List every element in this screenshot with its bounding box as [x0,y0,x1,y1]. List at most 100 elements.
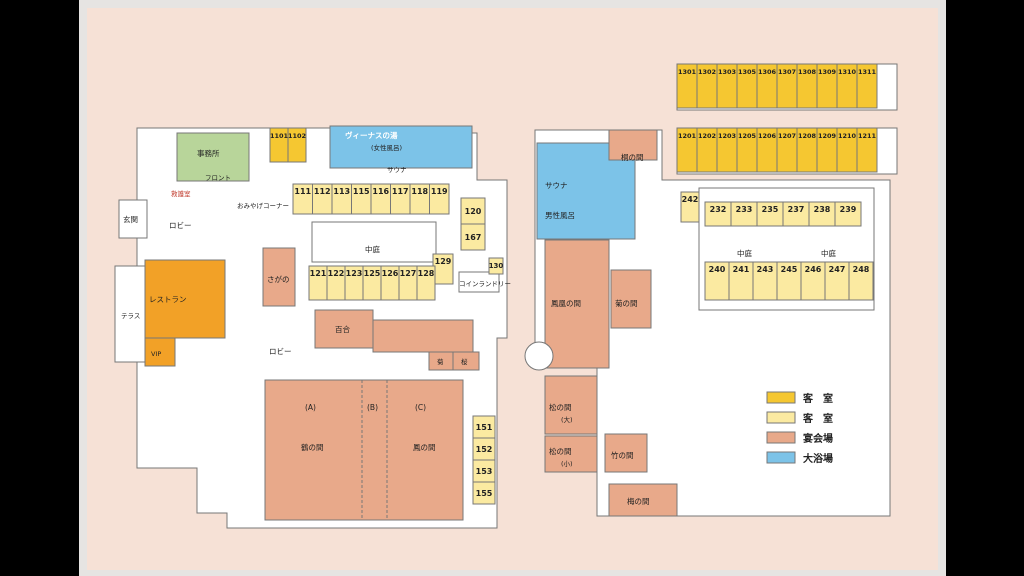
laundry-area [458,271,500,293]
label-courtyard-e1: 中庭 [737,248,752,258]
guest-room-label: 1305 [738,68,757,76]
guest-room-235 [756,201,784,227]
guest-room-label: 128 [418,269,435,278]
guest-room-237 [782,201,810,227]
labels: 事務所 フロント 救護室 玄関 ロビー テラス レストラン VIP ヴィーナスの… [121,130,836,506]
guest-room-label: 238 [814,205,831,214]
office-room [176,132,250,182]
ume-room [608,483,678,517]
west-building [114,125,508,529]
guest-room-label: 117 [392,187,409,196]
label-venus-bath: ヴィーナスの湯 [345,130,398,140]
guest-room-label: 1309 [818,68,837,76]
guest-room-label: 1205 [738,132,757,140]
label-ume: 梅の間 [627,496,650,506]
guest-room-label: 126 [382,269,399,278]
matsu-small [544,435,598,473]
terrace [114,265,146,363]
label-hall-right: 鳳の間 [413,443,436,452]
guest-room-label: 1307 [778,68,796,76]
guest-room-label: 246 [805,265,822,274]
guest-room-label: 243 [757,265,774,274]
guest-room-label: 152 [476,445,493,454]
label-terrace: テラス [121,312,140,320]
entrance [118,199,148,239]
guest-room-label: 153 [476,467,493,476]
guest-room-label: 233 [736,205,753,214]
guest-room-232 [704,201,732,227]
guest-room-label: 1302 [698,68,716,76]
kiri-room [608,129,658,161]
legend-label-1: 客 室 [802,392,833,405]
label-restaurant: レストラン [149,295,187,304]
guest-room-label: 1310 [838,68,857,76]
guest-room-label: 240 [709,265,726,274]
guest-room-243 [752,261,778,301]
guest-room-label: 1101 [270,132,289,140]
venus-bath [329,125,473,169]
guest-room-label: 122 [328,269,345,278]
label-hall-left: 鶴の間 [301,442,324,452]
legend: 客 室 客 室 宴会場 大浴場 [766,391,833,465]
guest-room-label: 120 [465,207,482,216]
guest-room-241 [728,261,754,301]
label-front: フロント [205,174,231,182]
guest-room-label: 119 [431,187,448,196]
label-vip: VIP [151,350,161,358]
guest-room-155 [472,481,496,505]
guest-room-label: 1308 [798,68,817,76]
guest-room-246 [800,261,826,301]
guest-room-label: 1201 [678,132,697,140]
guest-room-245 [776,261,802,301]
guest-room-label: 1210 [838,132,857,140]
guest-room-label: 1208 [798,132,817,140]
guest-room-label: 151 [476,423,493,432]
guest-room-label: 130 [489,262,504,270]
yuri-room [314,309,374,349]
guest-room-label: 247 [829,265,846,274]
guest-room-label: 1306 [758,68,777,76]
label-office: 事務所 [197,148,220,158]
label-coin-laundry: コインランドリー [459,280,511,288]
guest-room-label: 118 [411,187,428,196]
kiku-banquet [372,319,474,353]
take-room [604,433,648,473]
guest-room-label: 121 [310,269,327,278]
vip-room [144,337,176,367]
label-kiku-small: 菊 [437,357,444,366]
guest-room-128 [416,265,436,301]
guest-room-label: 245 [781,265,798,274]
label-matsu-l: 松の間 [549,402,572,412]
great-hall [264,379,464,521]
label-kiri: 桐の間 [621,152,644,162]
guest-room-label: 1311 [858,68,877,76]
kiku2-room [610,269,652,329]
label-matsu-l-sub: (大) [561,415,573,424]
label-hall-b: (B) [367,403,378,412]
label-emergency: 救護室 [171,189,191,198]
label-lobby2: ロビー [269,347,292,356]
guest-room-label: 1102 [288,132,306,140]
sagano-room [262,247,296,307]
label-courtyard-w: 中庭 [365,244,380,254]
guest-room-label: 1211 [858,132,877,140]
guest-room-120 [460,197,486,225]
legend-swatch-2 [766,411,796,424]
guest-room-239 [834,201,862,227]
guest-room-167 [460,223,486,251]
guest-room-label: 113 [333,187,350,196]
guest-room-label: 111 [294,187,311,196]
guest-room-label: 167 [465,233,482,242]
guest-room-label: 241 [733,265,750,274]
label-matsu-s-sub: (小) [561,459,573,468]
label-hall-c: (C) [415,403,426,412]
guest-room-label: 125 [364,269,381,278]
label-venus-sub: (女性風呂) [371,143,402,152]
guest-room-label: 123 [346,269,363,278]
guest-room-1211 [856,127,878,173]
guest-room-label: 112 [314,187,331,196]
legend-label-4: 大浴場 [803,452,833,465]
legend-swatch-4 [766,451,796,464]
